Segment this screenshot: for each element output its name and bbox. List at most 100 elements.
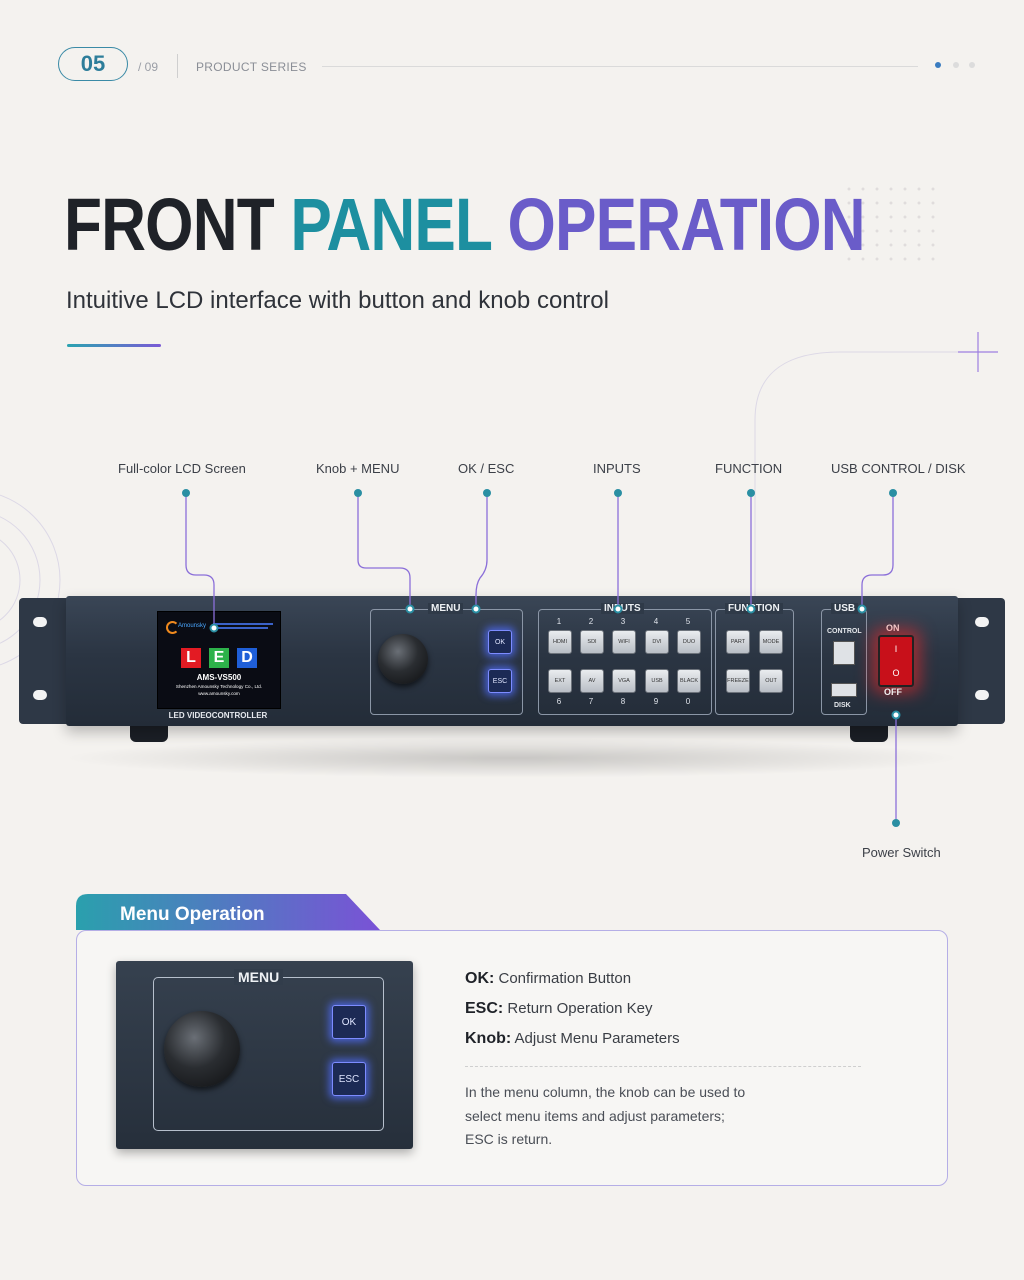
input-button-usb[interactable]: USB xyxy=(645,669,669,693)
closeup-menu-label: MENU xyxy=(234,969,284,985)
menu-description: In the menu column, the knob can be used… xyxy=(465,1081,745,1152)
title-word-front: FRONT xyxy=(64,183,275,266)
usb-control-port[interactable] xyxy=(833,641,855,665)
closeup-knob xyxy=(164,1011,240,1087)
usb-disk-label: DISK xyxy=(834,702,851,709)
ok-definition: OK: Confirmation Button xyxy=(465,970,631,988)
callout-inputs-label: INPUTS xyxy=(593,461,641,476)
input-button-black[interactable]: BLACK xyxy=(677,669,701,693)
closeup-ok-button: OK xyxy=(332,1005,366,1039)
function-button-out[interactable]: OUT xyxy=(759,669,783,693)
page-number-total: / 09 xyxy=(138,60,159,74)
input-button-vga[interactable]: VGA xyxy=(612,669,636,693)
menu-knob[interactable] xyxy=(378,634,428,684)
lcd-url: www.amounsky.com xyxy=(198,691,240,696)
input-number: 4 xyxy=(653,617,659,626)
ok-text: Confirmation Button xyxy=(498,970,632,987)
definition-divider xyxy=(465,1066,861,1067)
panel-tab-shape xyxy=(76,894,380,930)
ok-button[interactable]: OK xyxy=(488,630,512,654)
input-button-ext[interactable]: EXT xyxy=(548,669,572,693)
knob-text: Adjust Menu Parameters xyxy=(514,1030,680,1047)
knob-key: Knob: xyxy=(465,1030,512,1047)
pagination-dot xyxy=(953,62,959,68)
lcd-caption: LED VIDEOCONTROLLER xyxy=(168,711,268,720)
function-button-freeze[interactable]: FREEZE xyxy=(726,669,750,693)
callout-power-label: Power Switch xyxy=(862,845,941,860)
callout-knob-label: Knob + MENU xyxy=(316,461,400,476)
description-line: ESC is return. xyxy=(465,1131,553,1147)
usb-disk-port[interactable] xyxy=(831,683,857,697)
callout-lcd-label: Full-color LCD Screen xyxy=(118,461,246,476)
accent-bar xyxy=(67,344,161,347)
description-line: In the menu column, the knob can be used… xyxy=(465,1084,746,1100)
input-number: 1 xyxy=(556,617,562,626)
callout-leader-lines xyxy=(182,489,901,827)
input-number: 3 xyxy=(620,617,626,626)
menu-operation-title: Menu Operation xyxy=(120,904,265,925)
device-foot xyxy=(130,726,168,742)
function-button-mode[interactable]: MODE xyxy=(759,630,783,654)
lcd-company: Shenzhen Amounsky Technology Co., Ltd. xyxy=(175,684,263,689)
menu-closeup-photo: MENU OK ESC xyxy=(116,961,413,1149)
pagination-dot-active xyxy=(935,62,941,68)
input-number: 8 xyxy=(620,697,626,706)
input-button-sdi[interactable]: SDI xyxy=(580,630,604,654)
input-button-dvi[interactable]: DVI xyxy=(645,630,669,654)
input-number: 2 xyxy=(588,617,594,626)
lcd-brand-line xyxy=(213,623,273,625)
input-button-hdmi[interactable]: HDMI xyxy=(548,630,572,654)
esc-button[interactable]: ESC xyxy=(488,669,512,693)
input-number: 0 xyxy=(685,697,691,706)
device-shadow xyxy=(60,738,964,778)
rack-hole xyxy=(975,617,989,627)
callout-usb-label: USB CONTROL / DISK xyxy=(831,461,966,476)
input-number: 7 xyxy=(588,697,594,706)
menu-group-label: MENU xyxy=(428,603,464,614)
esc-key: ESC: xyxy=(465,1000,504,1017)
rack-hole xyxy=(33,690,47,700)
closeup-esc-button: ESC xyxy=(332,1062,366,1096)
usb-group-label: USB xyxy=(831,603,859,614)
knob-definition: Knob: Adjust Menu Parameters xyxy=(465,1030,680,1048)
title-word-operation: OPERATION xyxy=(507,183,865,266)
description-line: select menu items and adjust parameters; xyxy=(465,1107,725,1124)
page-number-current: 05 xyxy=(80,51,106,76)
lcd-model: AMS-VS500 xyxy=(196,673,242,682)
brand-logo-icon xyxy=(166,621,179,634)
input-number: 6 xyxy=(556,697,562,706)
input-button-wifi[interactable]: WIFI xyxy=(612,630,636,654)
ok-key: OK: xyxy=(465,970,495,987)
header-divider xyxy=(177,54,178,78)
power-off-label: OFF xyxy=(884,687,902,697)
rack-ear-left xyxy=(19,598,71,724)
switch-on-mark: I xyxy=(894,644,898,654)
device-foot xyxy=(850,726,888,742)
power-on-label: ON xyxy=(886,623,900,633)
lcd-brand-line xyxy=(213,627,268,629)
lcd-letter-d: D xyxy=(237,648,257,668)
function-button-part[interactable]: PART xyxy=(726,630,750,654)
callout-okesc-label: OK / ESC xyxy=(458,461,515,476)
rack-hole xyxy=(33,617,47,627)
page-subtitle: Intuitive LCD interface with button and … xyxy=(66,287,609,314)
lcd-letter-e: E xyxy=(209,648,229,668)
power-switch[interactable]: I O xyxy=(878,635,914,687)
page-number-badge: 05 xyxy=(58,47,128,81)
usb-control-label: CONTROL xyxy=(827,628,862,635)
callout-function-label: FUNCTION xyxy=(715,461,783,476)
lcd-screen: Amounsky L E D AMS-VS500 Shenzhen Amouns… xyxy=(157,611,281,709)
decorative-lines xyxy=(0,332,998,666)
title-word-panel: PANEL xyxy=(290,183,492,266)
rack-ear-right xyxy=(953,598,1005,724)
input-button-duo[interactable]: DUO xyxy=(677,630,701,654)
esc-text: Return Operation Key xyxy=(507,1000,653,1017)
input-button-av[interactable]: AV xyxy=(580,669,604,693)
dot-grid-decoration xyxy=(847,187,935,261)
switch-off-mark: O xyxy=(892,668,900,678)
input-number: 5 xyxy=(685,617,691,626)
page-title: FRONT PANEL OPERATION xyxy=(64,188,866,262)
esc-definition: ESC: Return Operation Key xyxy=(465,1000,652,1018)
pagination-dot xyxy=(969,62,975,68)
header-rule xyxy=(322,66,918,67)
